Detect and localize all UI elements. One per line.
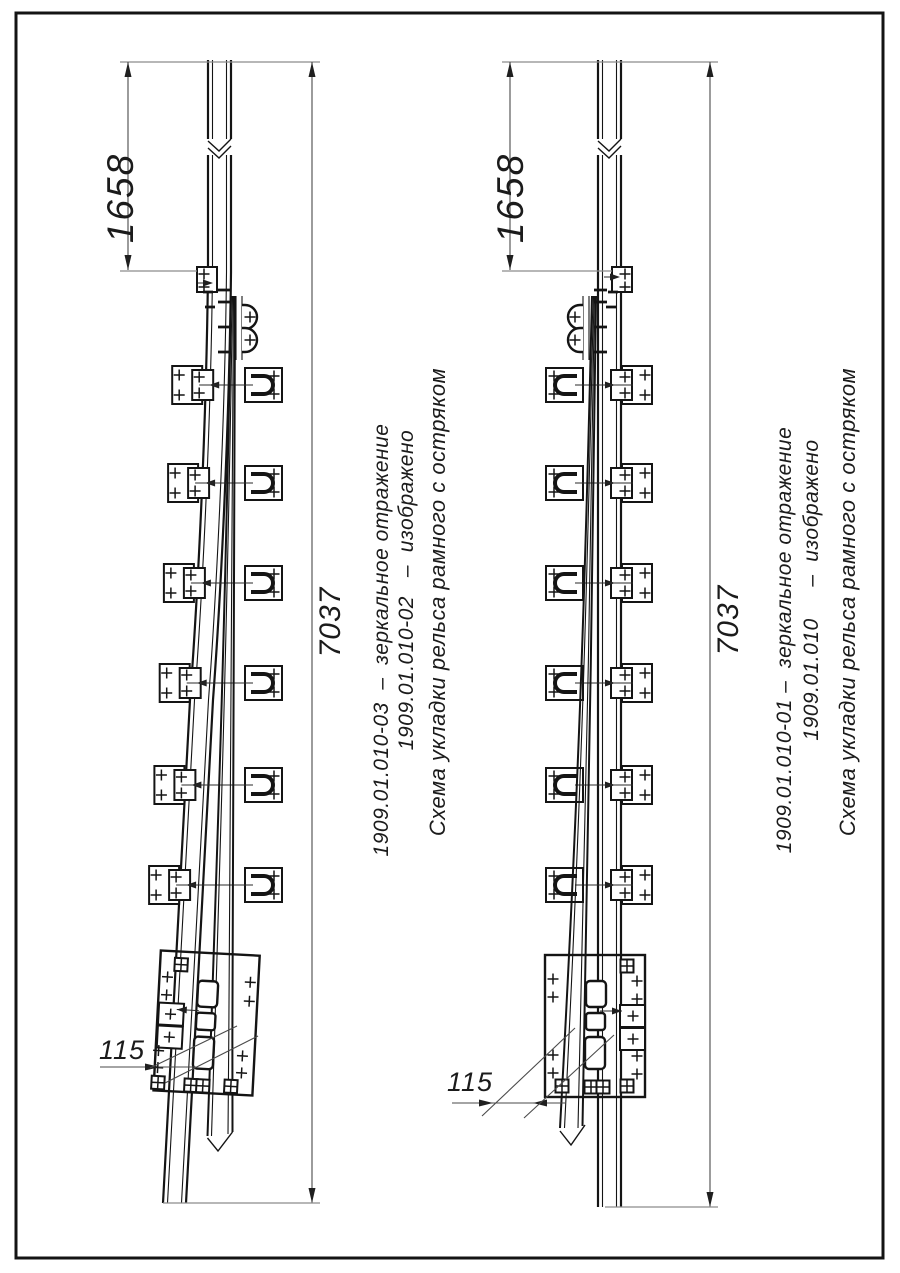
sleeper-row — [148, 865, 284, 905]
sleeper-row — [544, 663, 653, 703]
right-rail-break — [595, 138, 624, 159]
right-caption: Схема укладки рельса рамного с остряком … — [773, 368, 860, 853]
sleeper-row — [158, 663, 284, 703]
sleeper-row — [162, 563, 284, 603]
right-sleepers — [544, 365, 653, 905]
sleeper-row — [167, 463, 284, 503]
right-joint-plate — [604, 266, 633, 294]
left-rail-break — [205, 138, 234, 159]
sleeper-row — [171, 365, 284, 405]
left-view-variant-mirror: 1909.01.010-03 – зеркальное отражение — [370, 424, 393, 857]
sleeper-row — [544, 463, 653, 503]
right-dim-7037-label: 7037 — [712, 584, 745, 655]
left-blade-break — [206, 1131, 234, 1153]
left-view-variant-shown: 1909.01.010-02 – изображено — [395, 430, 418, 750]
left-joint-plate — [196, 266, 218, 294]
left-heel-assembly — [150, 949, 261, 1097]
left-view: 1658 7037 115 Схема укладки рельса рамно… — [99, 60, 450, 1204]
right-view-variant-shown: 1909.01.010 – изображено — [800, 439, 823, 740]
left-blade-clamps — [203, 288, 259, 360]
right-blade-clamps — [566, 288, 618, 360]
right-heel-assembly — [543, 953, 647, 1099]
sleeper-row — [544, 765, 653, 805]
right-dimensions: 1658 7037 115 — [447, 61, 745, 1208]
right-dim-1658-label: 1658 — [490, 153, 531, 243]
sleeper-row — [153, 765, 284, 805]
left-caption: Схема укладки рельса рамного с остряком … — [370, 368, 450, 857]
sleeper-row — [544, 865, 653, 905]
right-dim-115-label: 115 — [447, 1067, 493, 1097]
sleeper-row — [544, 365, 653, 405]
right-view-title: Схема укладки рельса рамного с остряком — [835, 368, 860, 836]
left-dim-115-label: 115 — [99, 1035, 145, 1065]
sheet-frame — [14, 11, 885, 1260]
right-blade-break — [559, 1124, 586, 1147]
left-sleepers — [148, 365, 284, 905]
left-view-title: Схема укладки рельса рамного с остряком — [425, 368, 450, 836]
right-stock-rail — [596, 60, 623, 1207]
left-dim-7037-label: 7037 — [314, 586, 347, 657]
left-dimensions: 1658 7037 115 — [99, 61, 347, 1204]
right-view-variant-mirror: 1909.01.010-01 – зеркальное отражение — [773, 427, 796, 854]
left-dim-1658-label: 1658 — [100, 153, 141, 243]
right-view: 1658 7037 115 Схема укладки рельса рамно… — [447, 60, 860, 1208]
